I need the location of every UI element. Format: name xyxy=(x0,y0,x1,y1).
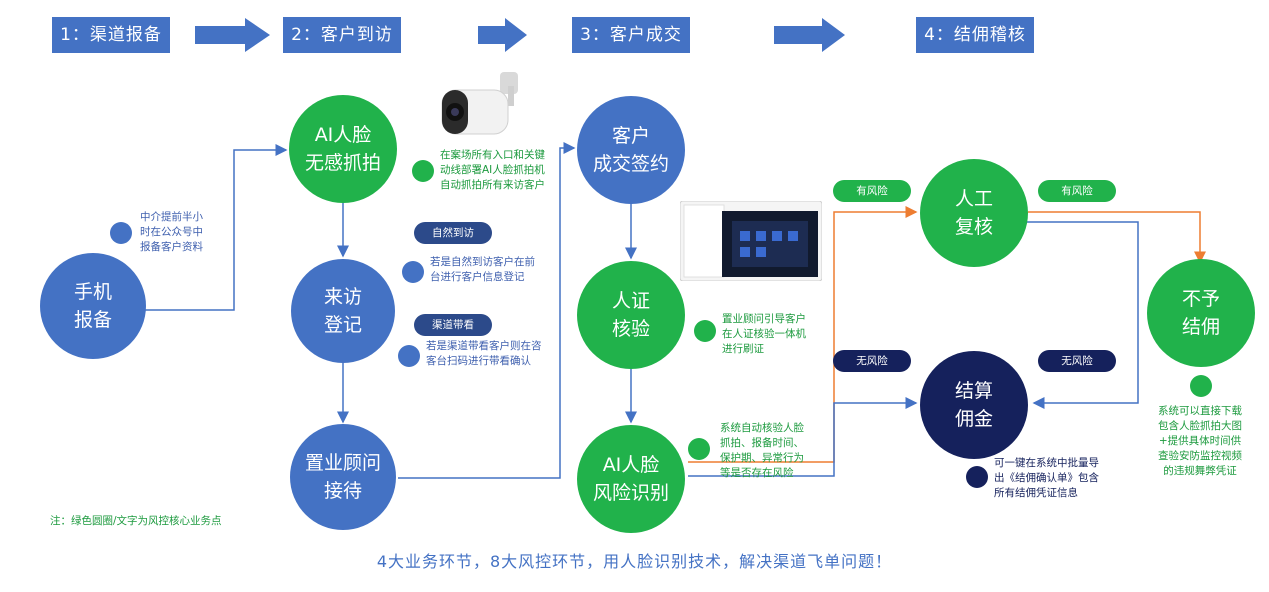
risk-note: 系统自动核验人脸 抓拍、报备时间、 保护期、异常行为 等是否存在风险 xyxy=(720,422,804,479)
stage-4-header: 4：结佣稽核 xyxy=(916,17,1034,53)
settle-note: 可一键在系统中批量导 出《结佣确认单》包含 所有结佣凭证信息 xyxy=(994,457,1099,499)
stage-1-header: 1：渠道报备 xyxy=(52,17,170,53)
channel-visit-pill: 渠道带看 xyxy=(414,314,492,336)
note-bullet xyxy=(110,222,132,244)
node-no-commission: 不予 结佣 xyxy=(1147,259,1255,367)
note-bullet xyxy=(402,261,424,283)
report-note: 中介提前半小 时在公众号中 报备客户资料 xyxy=(140,211,203,253)
no-risk-pill-right: 无风险 xyxy=(1038,350,1116,372)
note-bullet xyxy=(398,345,420,367)
node-risk-detect: AI人脸 风险识别 xyxy=(577,425,685,533)
natural-visit-note: 若是自然到访客户在前 台进行客户信息登记 xyxy=(430,256,535,283)
id-verification-terminal-image xyxy=(679,200,823,282)
stage-arrow-3 xyxy=(774,18,845,52)
node-ai-capture: AI人脸 无感抓拍 xyxy=(289,95,397,203)
stage-3-header: 3：客户成交 xyxy=(572,17,690,53)
legend-note: 注：绿色圆圈/文字为风控核心业务点 xyxy=(50,515,222,527)
edge-review-nocommission xyxy=(1028,211,1206,264)
stage-arrow-2 xyxy=(478,18,527,52)
edge-report-capture xyxy=(132,144,288,311)
note-bullet xyxy=(688,438,710,460)
node-visit-register: 来访 登记 xyxy=(291,259,395,363)
edge-risk-settle xyxy=(688,397,918,477)
edge-consultant-sign xyxy=(398,142,576,479)
node-manual-review: 人工 复核 xyxy=(920,159,1028,267)
has-risk-pill-left: 有风险 xyxy=(833,180,911,202)
node-sign: 客户 成交签约 xyxy=(577,96,685,204)
natural-visit-pill: 自然到访 xyxy=(414,222,492,244)
edge-risk-review xyxy=(688,206,918,463)
stage-2-header: 2：客户到访 xyxy=(283,17,401,53)
capture-note: 在案场所有入口和关键 动线部署AI人脸抓拍机 自动抓拍所有来访客户 xyxy=(440,149,545,191)
channel-visit-note: 若是渠道带看客户则在咨 客台扫码进行带看确认 xyxy=(426,340,542,367)
node-id-verify: 人证 核验 xyxy=(577,261,685,369)
note-bullet xyxy=(966,466,988,488)
face-capture-camera-image xyxy=(438,66,534,146)
has-risk-pill-right: 有风险 xyxy=(1038,180,1116,202)
no-commission-note: 系统可以直接下载 包含人脸抓拍大图 +提供具体时间供 查验安防监控视频 的违规舞… xyxy=(1158,405,1242,477)
node-consultant: 置业顾问 接待 xyxy=(290,424,396,530)
footer-caption: 4大业务环节，8大风控环节，用人脸识别技术，解决渠道飞单问题！ xyxy=(376,552,893,571)
note-bullet xyxy=(412,160,434,182)
stage-arrow-1 xyxy=(195,18,270,52)
verify-note: 置业顾问引导客户 在人证核验一体机 进行刷证 xyxy=(722,313,806,355)
note-bullet xyxy=(694,320,716,342)
node-report: 手机 报备 xyxy=(40,253,146,359)
no-risk-pill-left: 无风险 xyxy=(833,350,911,372)
edge-review-settle xyxy=(1026,221,1139,409)
note-bullet xyxy=(1190,375,1212,397)
node-settle: 结算 佣金 xyxy=(920,351,1028,459)
